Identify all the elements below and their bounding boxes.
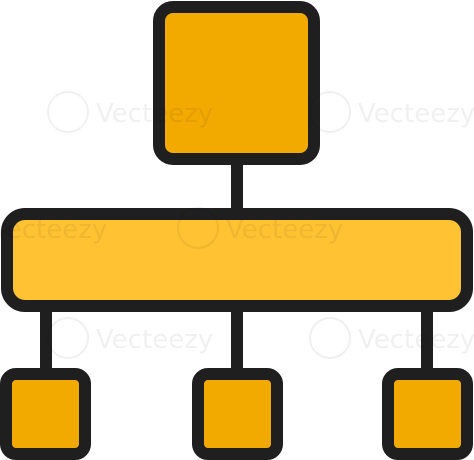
watermark-text: Vecteezy (358, 99, 474, 129)
watermark-logo-icon (309, 317, 351, 359)
horizontal-bar (1, 208, 473, 312)
watermark-logo-icon (309, 91, 351, 133)
connector-lines (40, 154, 433, 380)
watermark-logo-icon (47, 91, 89, 133)
watermark-text: Vecteezy (96, 99, 213, 129)
watermark: Vecteezy Vecteezy Vecteezy Vecteezy Vect… (0, 91, 474, 359)
bottom-right-node (382, 368, 473, 460)
watermark-text: Vecteezy (358, 325, 474, 355)
watermark-text: Vecteezy (96, 325, 213, 355)
watermark-logo-icon (47, 317, 89, 359)
bottom-center-node (192, 368, 283, 460)
watermark-logo-icon (177, 207, 219, 249)
bottom-left-node (0, 368, 91, 460)
watermark-text: Vecteezy (226, 215, 343, 245)
watermark-text: Vecteezy (0, 215, 107, 245)
top-node (153, 1, 320, 165)
